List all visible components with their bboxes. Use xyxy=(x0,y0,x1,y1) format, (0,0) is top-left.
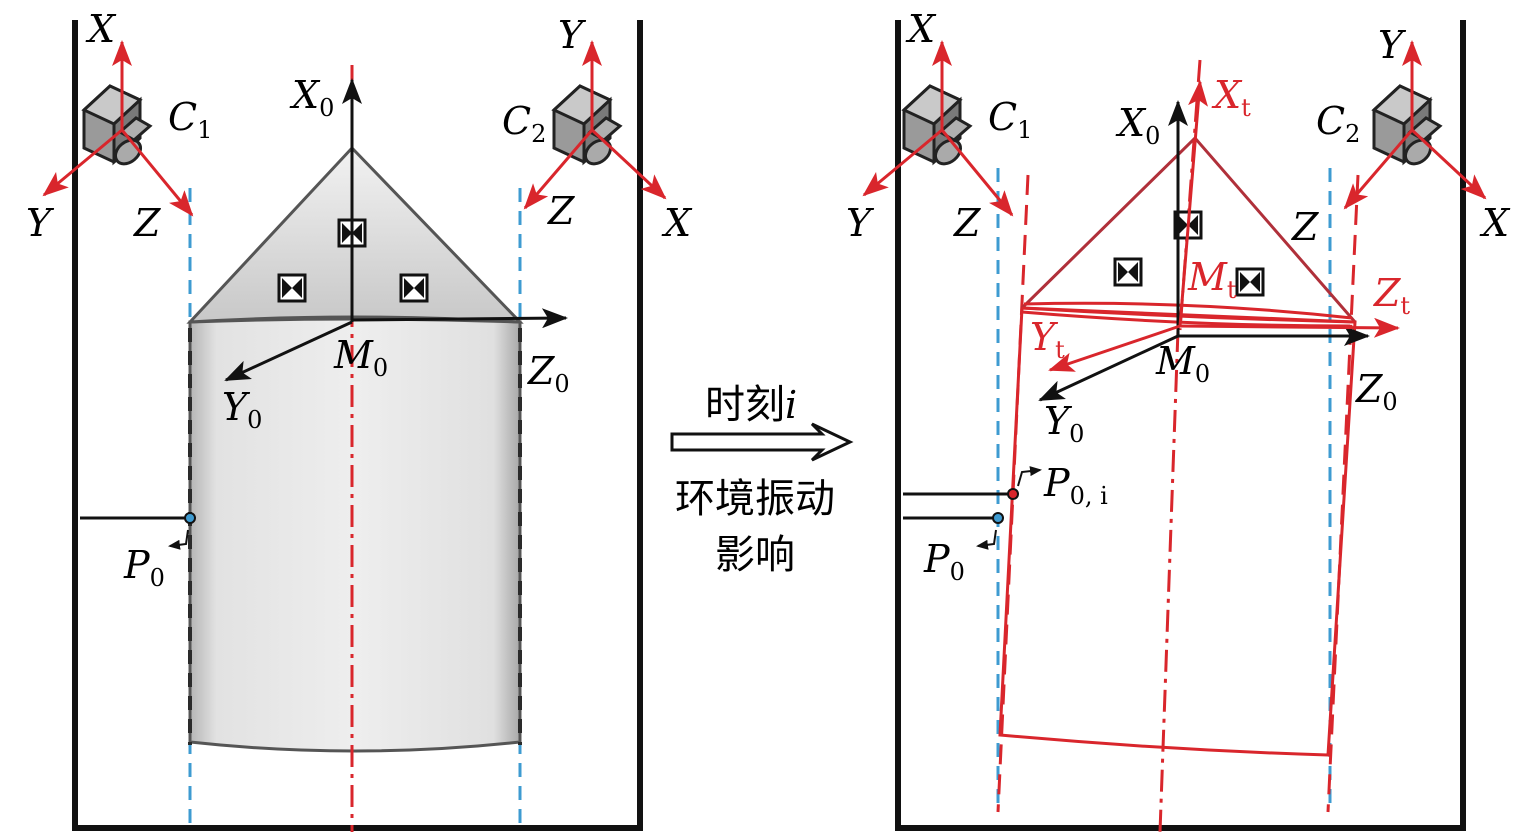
right-z0-label: Z0 xyxy=(1355,367,1398,416)
vibration-label-1: 环境振动 xyxy=(675,476,835,522)
right-y0-label: Y0 xyxy=(1044,399,1084,448)
double-arrow-icon xyxy=(670,422,854,462)
left-cam1-z-label: Z xyxy=(133,201,161,245)
left-panel: X0 Z0 Y0 M0 P0 X Y Z C1 Y X Z C2 xyxy=(26,7,693,832)
right-cam1-label: C1 xyxy=(988,95,1032,144)
right-cam2-y-label: Y xyxy=(1378,23,1407,67)
right-cam1-z-label: Z xyxy=(953,201,981,245)
left-cam2-x-label: X xyxy=(661,201,693,245)
left-p0-label: P0 xyxy=(123,543,165,592)
right-target-left xyxy=(1113,257,1143,287)
left-frame xyxy=(72,20,643,831)
right-p0-label: P0 xyxy=(923,537,965,586)
time-label: 时刻i xyxy=(705,382,797,428)
vibration-label-2: 影响 xyxy=(715,532,795,578)
right-cam1-y-label: Y xyxy=(846,201,875,245)
right-point-p0i xyxy=(1007,488,1019,500)
right-cam2-label: C2 xyxy=(1316,99,1360,148)
left-body xyxy=(188,317,522,753)
left-target-right xyxy=(399,273,429,303)
left-cam2-label: C2 xyxy=(502,99,546,148)
left-m0-label: M0 xyxy=(333,333,388,382)
left-point-p0 xyxy=(184,512,196,524)
left-camera-1-icon xyxy=(82,84,152,171)
left-target-left xyxy=(277,273,307,303)
right-moved-body xyxy=(998,306,1357,757)
left-cam2-y-label: Y xyxy=(558,13,587,57)
left-cam1-y-label: Y xyxy=(26,201,55,245)
right-xt-label: Xt xyxy=(1211,73,1251,122)
right-zt-label: Zt xyxy=(1373,271,1410,320)
right-frame xyxy=(895,20,1466,831)
right-m0-label: M0 xyxy=(1155,339,1210,388)
right-mt-label: Mt xyxy=(1187,255,1237,304)
left-y0-label: Y0 xyxy=(222,385,262,434)
right-p0i-label: P0, i xyxy=(1043,461,1108,510)
middle-annotation: 时刻i 环境振动 影响 xyxy=(670,382,854,578)
left-cam2-z-label: Z xyxy=(547,189,575,233)
left-camera-2-icon xyxy=(552,84,622,171)
left-cam1-label: C1 xyxy=(168,95,212,144)
left-z0-label: Z0 xyxy=(527,349,570,398)
right-target-right xyxy=(1235,267,1265,297)
right-centerline-original xyxy=(1158,329,1180,833)
right-cam2-z-label: Z xyxy=(1291,205,1319,249)
right-camera-1-icon xyxy=(902,84,972,171)
right-camera-2-icon xyxy=(1372,84,1442,171)
left-cam1-x-label: X xyxy=(85,7,117,51)
right-panel: X0 Z0 Y0 M0 Xt Zt Yt Mt P0, i P0 X Y Z C… xyxy=(846,7,1511,833)
right-point-p0 xyxy=(992,512,1004,524)
left-x0-label: X0 xyxy=(289,73,334,122)
right-cam1-x-label: X xyxy=(905,7,937,51)
right-cam2-x-label: X xyxy=(1479,201,1511,245)
right-x0-label: X0 xyxy=(1115,101,1160,150)
right-yt-label: Yt xyxy=(1030,315,1065,364)
